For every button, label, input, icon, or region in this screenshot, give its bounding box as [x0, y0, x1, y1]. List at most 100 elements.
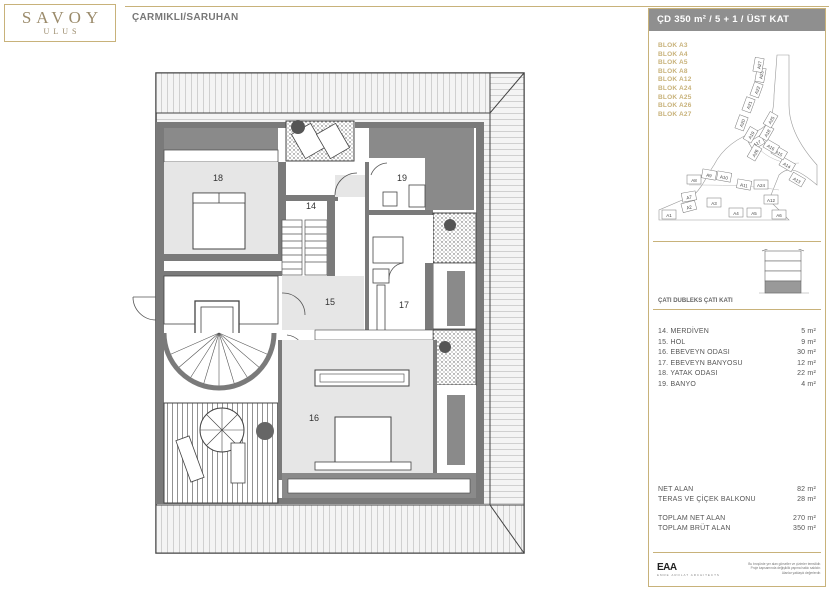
site-block-label: A7	[686, 194, 693, 200]
total-name: TERAS VE ÇİÇEK BALKONU	[658, 496, 756, 504]
room-15-label: 15	[325, 297, 335, 307]
room-area: 5 m²	[801, 328, 816, 335]
site-block-tag: A11	[736, 178, 753, 191]
totals-list: NET ALAN 82 m² TERAS VE ÇİÇEK BALKONU 28 m…	[658, 485, 816, 535]
room-19-label: 19	[397, 173, 407, 183]
room-name: 18. YATAK ODASI	[658, 370, 718, 378]
planter-right-lower	[432, 329, 477, 386]
site-block-box	[661, 209, 677, 220]
site-block-tag: A26	[746, 144, 763, 162]
site-block-tag: A2	[680, 200, 698, 213]
architect-subtitle: EMRE AROLAT ARCHITECTS	[657, 573, 720, 577]
site-block-label: A23	[758, 70, 764, 79]
site-block-tag: A25	[762, 111, 779, 129]
room-name: 14. MERDİVEN	[658, 328, 710, 335]
panel-separator	[653, 241, 821, 242]
page-title: ÇARMIKLI/SARUHAN	[132, 12, 239, 23]
site-block-label: A10	[720, 174, 729, 180]
room-name: 19. BANYO	[658, 380, 696, 388]
panel-separator	[653, 552, 821, 553]
total-row: TERAS VE ÇİÇEK BALKONU 28 m²	[658, 495, 816, 505]
room-name: 15. HOL	[658, 338, 686, 346]
logo-wordmark: SAVOY	[21, 8, 104, 27]
total-area: 28 m²	[797, 496, 816, 504]
site-block-label: A18	[763, 128, 772, 138]
logo-subtitle: ULUS	[43, 27, 81, 36]
site-block-tag: A22	[749, 81, 764, 99]
disclaimer: Bu broşürde yer alan görseller ve çiziml…	[748, 562, 821, 575]
site-block-box	[748, 134, 766, 151]
top-rule	[125, 6, 829, 7]
site-block-box	[741, 96, 756, 114]
info-panel: ÇD 350 m² / 5 + 1 / ÜST KAT BLOK A3 BLOK…	[648, 8, 826, 587]
planter-right-upper	[432, 212, 477, 264]
site-block-box	[701, 168, 718, 181]
site-block-box	[763, 194, 779, 205]
site-block-tag: A9	[701, 168, 718, 181]
site-block-box	[749, 81, 764, 99]
total-name: TOPLAM NET ALAN	[658, 514, 726, 522]
total-row: TOPLAM NET ALAN 270 m²	[658, 514, 816, 524]
site-block-box	[771, 209, 787, 220]
brand-logo[interactable]: SAVOY ULUS	[4, 4, 116, 42]
site-block-label: A14	[782, 161, 792, 170]
site-block-label: A26	[751, 148, 760, 158]
site-block-box	[734, 114, 749, 132]
section-diagram	[759, 249, 809, 294]
room-area: 12 m²	[797, 359, 816, 367]
site-block-box	[742, 126, 759, 144]
room-area: 22 m²	[797, 370, 816, 378]
block-item: BLOK A24	[658, 84, 692, 92]
site-block-box	[728, 207, 744, 218]
total-area: 82 m²	[797, 486, 816, 493]
site-block-label: A8	[691, 178, 697, 183]
block-item: BLOK A27	[658, 110, 692, 118]
site-block-box	[680, 190, 697, 203]
block-item: BLOK A8	[658, 67, 688, 75]
site-block-label: A24	[757, 183, 766, 188]
site-block-label: A22	[754, 85, 762, 95]
site-block-tag: A24	[753, 179, 769, 190]
site-block-tag: A3	[706, 197, 722, 208]
site-block-tag: A27	[752, 56, 765, 73]
total-name: NET ALAN	[658, 486, 694, 493]
block-item: BLOK A5	[658, 59, 688, 67]
room-row: 18. YATAK ODASI 22 m²	[658, 369, 816, 380]
room-list: 14. MERDİVEN 5 m² 15. HOL 9 m² 16. EBEVEYN…	[658, 327, 816, 391]
room-14-label: 14	[306, 201, 316, 211]
site-block-tag: A1	[661, 209, 677, 220]
site-block-box	[752, 56, 765, 73]
room-name: 16. EBEVEYN ODASI	[658, 349, 730, 357]
room-row: 15. HOL 9 m²	[658, 338, 816, 349]
room-area: 9 m²	[801, 338, 816, 346]
site-block-label: A17	[753, 139, 763, 148]
site-block-tag: A21	[741, 96, 756, 114]
block-list: BLOK A3 BLOK A4 BLOK A5 BLOK A8 BLOK A12…	[658, 42, 692, 119]
site-block-tag: A4	[728, 207, 744, 218]
site-block-tag: A7	[680, 190, 697, 203]
site-block-label: A3	[711, 201, 717, 206]
room-row: 16. EBEVEYN ODASI 30 m²	[658, 348, 816, 359]
site-block-box	[746, 144, 763, 162]
site-block-box	[778, 156, 796, 173]
architect-logo: EAA EMRE AROLAT ARCHITECTS	[657, 562, 720, 577]
site-block-label: A27	[756, 60, 762, 69]
site-block-label: A13	[792, 176, 802, 185]
architect-wordmark: EAA	[657, 562, 677, 573]
site-block-tag: A10	[716, 170, 733, 183]
site-block-label: A19	[747, 130, 756, 140]
site-block-tag: A6	[771, 209, 787, 220]
room-area: 30 m²	[797, 349, 816, 357]
site-block-label: A12	[767, 198, 776, 203]
site-block-box	[788, 171, 806, 188]
room-area: 4 m²	[801, 380, 816, 388]
site-block-label: A16	[766, 143, 776, 152]
site-block-label: A11	[740, 182, 749, 188]
site-block-label: A21	[746, 100, 754, 110]
total-area: 270 m²	[793, 514, 816, 522]
block-item: BLOK A12	[658, 76, 692, 84]
site-block-label: A6	[776, 213, 782, 218]
bed-room-16	[334, 416, 392, 468]
